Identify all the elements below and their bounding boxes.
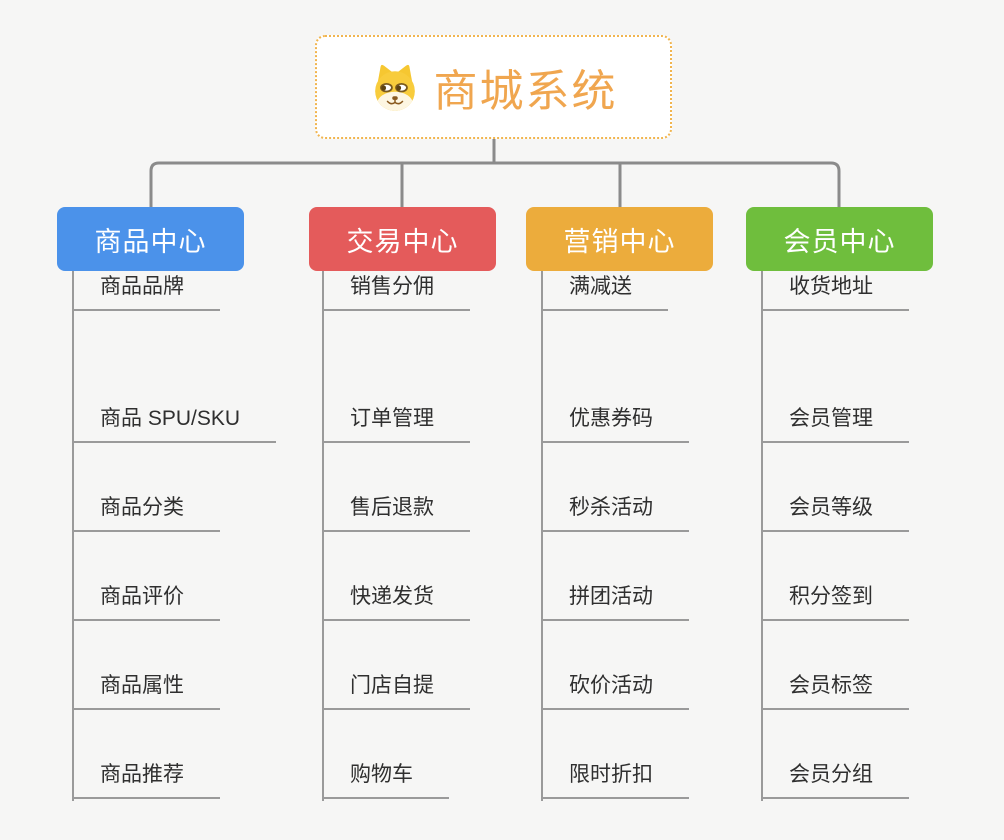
- child-topic[interactable]: 会员管理: [761, 403, 909, 443]
- child-topic[interactable]: 销售分佣: [322, 271, 470, 311]
- child-topic[interactable]: 砍价活动: [541, 670, 689, 710]
- child-topic[interactable]: 订单管理: [322, 403, 470, 443]
- branch-spine: [322, 271, 324, 801]
- branch-node-trade-center[interactable]: 交易中心: [309, 207, 496, 271]
- child-topic[interactable]: 会员分组: [761, 759, 909, 799]
- child-topic[interactable]: 会员等级: [761, 492, 909, 532]
- child-topic[interactable]: 积分签到: [761, 581, 909, 621]
- child-topic[interactable]: 售后退款: [322, 492, 470, 532]
- child-topic[interactable]: 商品品牌: [72, 271, 220, 311]
- branch-spine: [72, 271, 74, 801]
- branch-node-marketing-center[interactable]: 营销中心: [526, 207, 713, 271]
- child-topic[interactable]: 商品推荐: [72, 759, 220, 799]
- child-topic[interactable]: 拼团活动: [541, 581, 689, 621]
- branch-children-trade-center: 订单管理 售后退款 快递发货 门店自提 购物车 销售分佣: [322, 271, 607, 811]
- branch-children-member-center: 会员管理 会员等级 积分签到 会员标签 会员分组 收货地址: [761, 271, 1004, 811]
- child-topic[interactable]: 商品分类: [72, 492, 220, 532]
- root-node[interactable]: 商城系统: [315, 35, 672, 139]
- doge-icon: [374, 64, 415, 111]
- branch-node-member-center[interactable]: 会员中心: [746, 207, 933, 271]
- child-topic[interactable]: 购物车: [322, 759, 449, 799]
- branch-children-marketing-center: 优惠券码 秒杀活动 拼团活动 砍价活动 限时折扣 满减送: [541, 271, 826, 811]
- child-topic[interactable]: 收货地址: [761, 271, 909, 311]
- root-title: 商城系统: [433, 67, 618, 116]
- child-topic[interactable]: 门店自提: [322, 670, 470, 710]
- child-topic[interactable]: 快递发货: [322, 581, 470, 621]
- child-topic[interactable]: 商品评价: [72, 581, 220, 621]
- branch-children-product-center: 商品 SPU/SKU 商品分类 商品评价 商品属性 商品推荐 商品品牌: [72, 271, 357, 811]
- child-topic[interactable]: 商品 SPU/SKU: [72, 403, 277, 443]
- child-topic[interactable]: 秒杀活动: [541, 492, 689, 532]
- child-topic[interactable]: 优惠券码: [541, 403, 689, 443]
- branch-spine: [761, 271, 763, 801]
- child-topic[interactable]: 限时折扣: [541, 759, 689, 799]
- child-topic[interactable]: 会员标签: [761, 670, 909, 710]
- branch-spine: [541, 271, 543, 801]
- branch-node-product-center[interactable]: 商品中心: [57, 207, 244, 271]
- child-topic[interactable]: 满减送: [541, 271, 668, 311]
- child-topic[interactable]: 商品属性: [72, 670, 220, 710]
